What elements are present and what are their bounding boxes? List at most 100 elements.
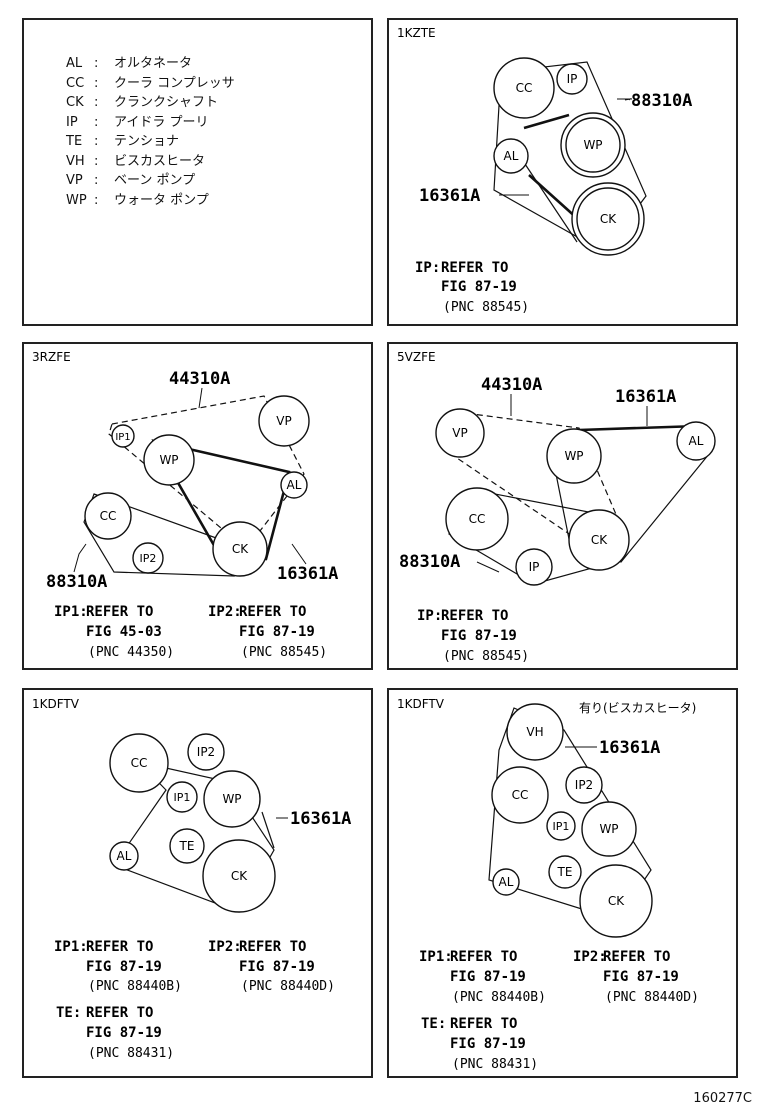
diagram-3rzfe: 3RZFE VP IP1 WP AL CC IP2 CK 44310A 8831… (32, 350, 338, 660)
ref1-line1: REFER TO (450, 949, 517, 965)
legend-row: AL:オルタネータ (66, 52, 192, 71)
diagram-1kdftv-b: 1KDFTV 有り(ビスカスヒータ) VH CC IP2 IP1 WP AL T… (397, 697, 699, 1072)
part-44310a: 44310A (481, 375, 542, 395)
ref1-line1: REFER TO (86, 604, 153, 620)
leader-44310a (198, 387, 203, 409)
pulley-al-label: AL (287, 478, 302, 492)
legend-abbr: CC (66, 75, 85, 91)
legend-sep: : (94, 134, 99, 149)
pulley-vh (506, 703, 564, 761)
ref-line1: REFER TO (441, 260, 508, 276)
pulley-ip-label: IP (529, 560, 540, 574)
pulley-al (493, 138, 529, 174)
legend-abbr: VP (66, 173, 83, 188)
pulley-ip2 (565, 766, 603, 804)
part-16361a: 16361A (290, 809, 351, 829)
legend-row: VP:ベーン ポンプ (66, 169, 195, 188)
panel-3rzfe: 3RZFE VP IP1 WP AL CC IP2 CK 44310A 8831… (22, 342, 373, 670)
ref1-key: IP1: (419, 949, 453, 965)
legend-row: VH:ビスカスヒータ (66, 150, 205, 169)
pulley-wp-label: WP (564, 449, 583, 463)
pulley-ip2-label: IP2 (197, 745, 215, 759)
pulley-ck-label: CK (232, 542, 249, 556)
ref3-line3: (PNC 88431) (452, 1057, 538, 1072)
ref2-line2: FIG 87-19 (239, 624, 315, 640)
legend-abbr: IP (66, 114, 78, 130)
legend-name: ベーン ポンプ (114, 173, 196, 188)
pulley-ck (202, 839, 276, 913)
panel-5vzfe: 5VZFE VP WP AL CC CK IP 44310A 16361A 88… (387, 342, 738, 670)
ref2-line1: REFER TO (239, 939, 306, 955)
ref2-line3: (PNC 88545) (241, 645, 327, 660)
legend-sep: : (94, 95, 99, 110)
belt-16361a-top (578, 424, 700, 432)
pulley-ck (568, 509, 630, 571)
pulley-ck-label: CK (600, 212, 617, 226)
leader-16361a (291, 543, 307, 565)
ref-key-text: IP: (415, 260, 440, 276)
pulley-wp (143, 434, 195, 486)
pulley-wp (581, 801, 637, 857)
ref-line3: (PNC 88545) (443, 300, 529, 315)
part-44310a: 44310A (169, 369, 230, 389)
legend-row: CK:クランクシャフト (66, 91, 218, 110)
leader-88310a (73, 543, 87, 573)
pulley-ck-label: CK (608, 894, 625, 908)
part-16361a: 16361A (419, 186, 480, 206)
ref1-line2: FIG 87-19 (86, 959, 162, 975)
ref1-line3: (PNC 88440B) (452, 990, 546, 1005)
part-16361a: 16361A (277, 564, 338, 584)
pulley-ck (212, 521, 268, 577)
pulley-vp-label: VP (276, 414, 291, 428)
ref3-key: TE: (421, 1016, 446, 1032)
pulley-al-label: AL (689, 434, 704, 448)
ref2-line3: (PNC 88440D) (605, 990, 699, 1005)
ref-key: IP: (415, 260, 440, 276)
legend-sep: : (94, 75, 99, 91)
ref3-line1: REFER TO (450, 1016, 517, 1032)
engine-label: 5VZFE (397, 350, 436, 364)
pulley-ip1-label: IP1 (553, 820, 570, 833)
legend-row: IP:アイドラ プーリ (66, 111, 208, 130)
pulley-ip (515, 548, 553, 586)
engine-label: 1KZTE (397, 26, 436, 40)
belt-16361a (151, 439, 291, 561)
part-16361a: 16361A (599, 738, 660, 758)
legend-sep: : (94, 114, 99, 130)
pulley-wp (565, 117, 621, 173)
pulley-cc-label: CC (469, 512, 486, 526)
legend-name: クランクシャフト (114, 95, 219, 110)
ref-key: IP: (417, 608, 442, 624)
pulley-al-label: AL (117, 849, 132, 863)
pulley-ip2-label: IP2 (575, 778, 593, 792)
ref2-key: IP2: (208, 604, 242, 620)
ref-line1: REFER TO (441, 608, 508, 624)
part-88310a: 88310A (46, 572, 107, 592)
legend-sep: : (94, 56, 99, 71)
diagram-5vzfe: 5VZFE VP WP AL CC CK IP 44310A 16361A 88… (397, 350, 716, 664)
pulley-ip1-label: IP1 (174, 791, 191, 804)
pulley-al (492, 868, 520, 896)
pulley-wp-label: WP (599, 822, 618, 836)
pulley-cc (109, 733, 169, 793)
part-88310a: 88310A (631, 91, 692, 111)
legend-name: ビスカスヒータ (114, 153, 206, 169)
pulley-al-label: AL (504, 149, 519, 163)
ref1-key: IP1: (54, 939, 88, 955)
pulley-vp-label: VP (452, 426, 467, 440)
pulley-ip2 (187, 733, 225, 771)
legend-abbr: AL (66, 56, 83, 71)
pulley-vp (435, 408, 485, 458)
pulley-cc-label: CC (516, 81, 533, 95)
panel-1kdftv-b: 1KDFTV 有り(ビスカスヒータ) VH CC IP2 IP1 WP AL T… (387, 688, 738, 1078)
ref2-line1: REFER TO (603, 949, 670, 965)
panel-1kzte: 1KZTE CC IP WP AL CK 88310A 16361A IP: R… (387, 18, 738, 326)
pulley-wp (546, 428, 602, 484)
legend-name: テンショナ (114, 134, 180, 149)
pulley-ip2 (132, 542, 164, 574)
pulley-wp (203, 770, 261, 828)
ref2-line3: (PNC 88440D) (241, 979, 335, 994)
ref1-key: IP1: (54, 604, 88, 620)
legend-row: WP:ウォータ ポンプ (66, 189, 209, 208)
